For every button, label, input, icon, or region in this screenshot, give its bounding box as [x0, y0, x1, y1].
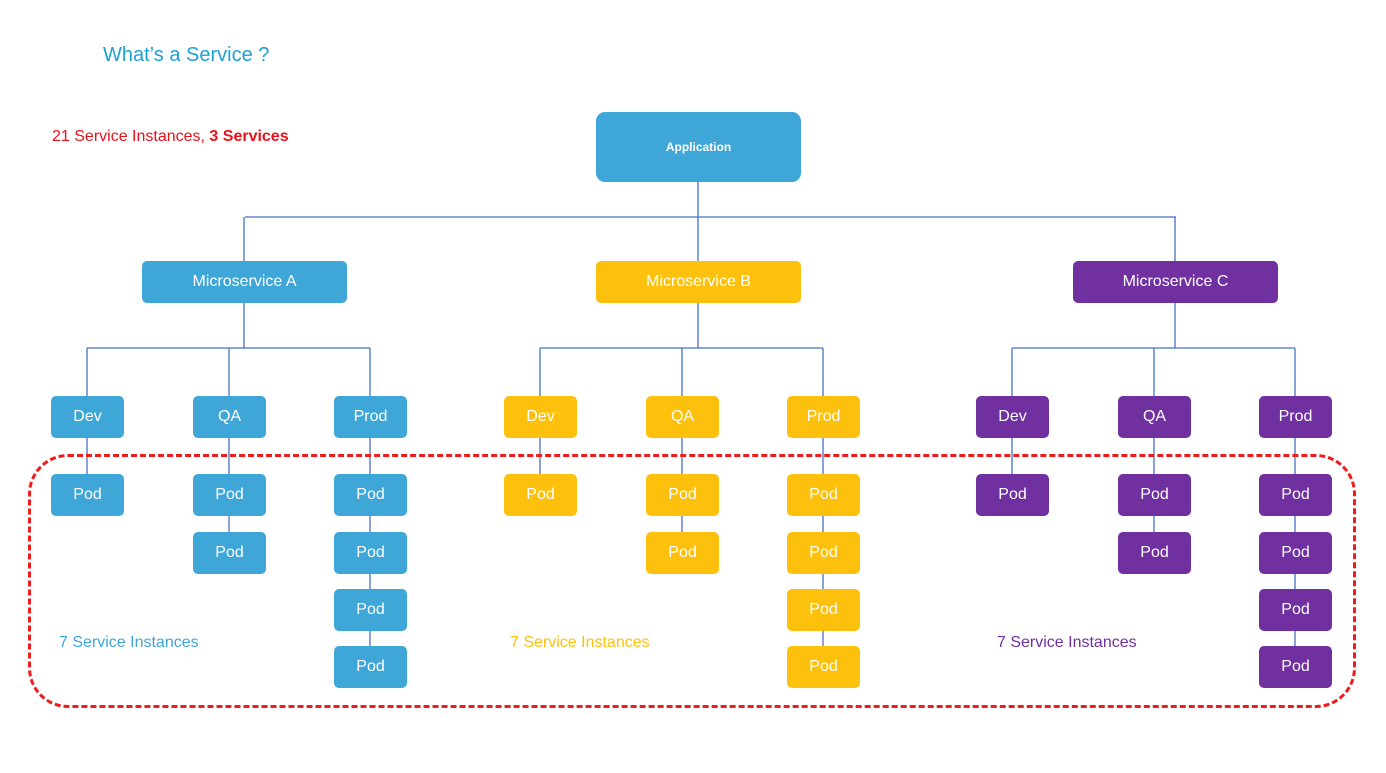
service-instances-frame [28, 454, 1356, 708]
environment-node: Dev [51, 396, 124, 438]
service-instances-label: 7 Service Instances [510, 634, 650, 651]
application-node: Application [596, 112, 801, 182]
environment-node: QA [1118, 396, 1191, 438]
environment-node: Dev [976, 396, 1049, 438]
pod-node: Pod [193, 532, 266, 574]
environment-node: QA [646, 396, 719, 438]
pod-node: Pod [1259, 474, 1332, 516]
microservice-node: Microservice B [596, 261, 801, 303]
environment-node: QA [193, 396, 266, 438]
summary-services: 3 Services [209, 128, 289, 145]
service-instances-label: 7 Service Instances [997, 634, 1137, 651]
pod-node: Pod [193, 474, 266, 516]
environment-node: Prod [1259, 396, 1332, 438]
pod-node: Pod [334, 589, 407, 631]
pod-node: Pod [1118, 532, 1191, 574]
pod-node: Pod [787, 589, 860, 631]
pod-node: Pod [787, 532, 860, 574]
environment-node: Prod [787, 396, 860, 438]
pod-node: Pod [1259, 589, 1332, 631]
environment-node: Prod [334, 396, 407, 438]
pod-node: Pod [787, 646, 860, 688]
pod-node: Pod [1259, 532, 1332, 574]
pod-node: Pod [1118, 474, 1191, 516]
pod-node: Pod [646, 474, 719, 516]
microservice-node: Microservice A [142, 261, 347, 303]
summary-instances: 21 Service Instances, [52, 128, 210, 145]
pod-node: Pod [334, 646, 407, 688]
pod-node: Pod [787, 474, 860, 516]
pod-node: Pod [334, 532, 407, 574]
summary-text: 21 Service Instances, 3 Services [52, 128, 289, 146]
microservice-node: Microservice C [1073, 261, 1278, 303]
pod-node: Pod [334, 474, 407, 516]
pod-node: Pod [976, 474, 1049, 516]
pod-node: Pod [646, 532, 719, 574]
diagram-title: What’s a Service ? [103, 44, 270, 66]
pod-node: Pod [504, 474, 577, 516]
environment-node: Dev [504, 396, 577, 438]
service-instances-label: 7 Service Instances [59, 634, 199, 651]
